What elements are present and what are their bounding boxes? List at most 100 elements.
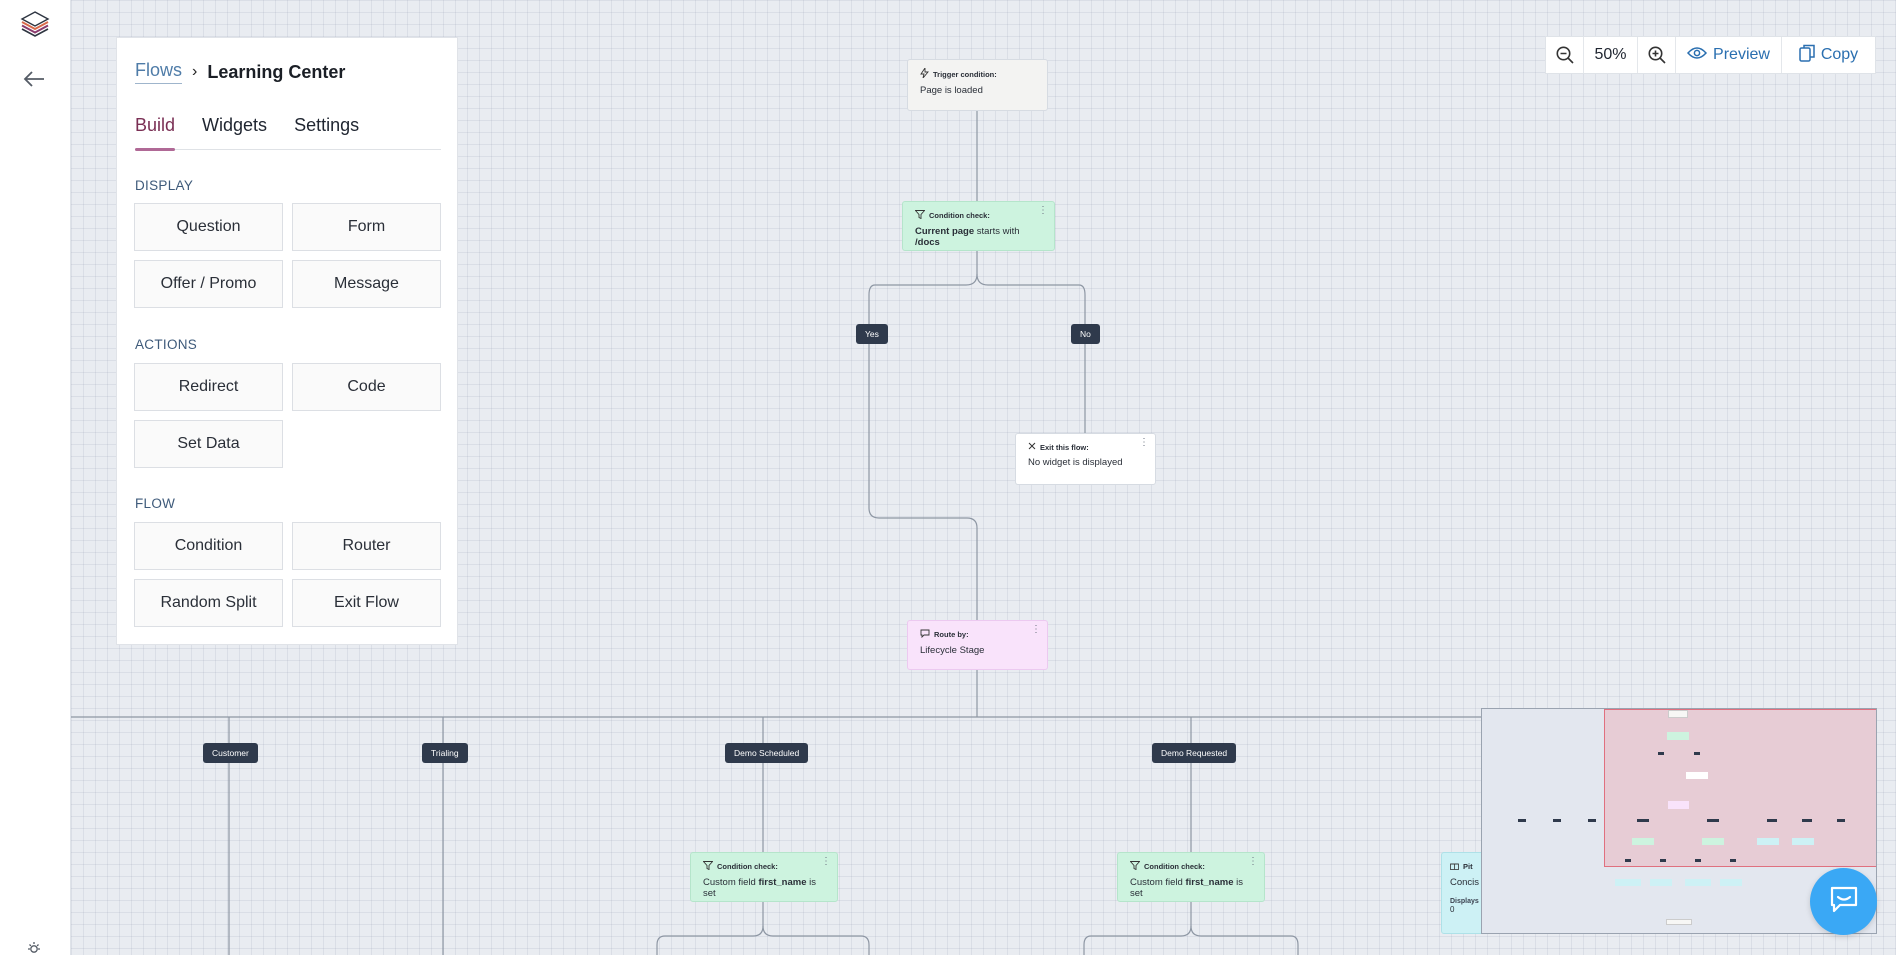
zoom-in-icon[interactable]	[1638, 37, 1676, 73]
copy-icon	[1799, 44, 1815, 67]
tab-widgets[interactable]: Widgets	[202, 115, 268, 135]
minimap-node	[1757, 838, 1779, 845]
gift-icon	[1450, 861, 1459, 872]
left-rail	[0, 0, 71, 955]
chat-icon	[1829, 884, 1859, 919]
breadcrumb-flows-link[interactable]: Flows	[135, 60, 183, 84]
redirect-button[interactable]: Redirect	[134, 363, 283, 411]
tab-build[interactable]: Build	[135, 115, 176, 151]
route-customer[interactable]: Customer	[203, 743, 258, 763]
minimap-node	[1666, 919, 1692, 925]
condition-text: Custom field first_name is set	[703, 877, 816, 899]
minimap-node	[1695, 859, 1701, 862]
minimap-node	[1792, 838, 1814, 845]
minimap-node	[1637, 819, 1649, 822]
exit-heading: Exit this flow:	[1040, 442, 1089, 452]
breadcrumb-separator: ›	[192, 63, 198, 80]
branch-yes-label: Yes	[856, 324, 888, 344]
section-display-title: DISPLAY	[135, 178, 194, 193]
zoom-out-icon[interactable]	[1546, 37, 1584, 73]
kebab-menu-icon[interactable]: ⋮	[1248, 856, 1258, 867]
trigger-text: Page is loaded	[920, 85, 983, 96]
random-split-button[interactable]: Random Split	[134, 579, 283, 627]
form-button[interactable]: Form	[292, 203, 441, 251]
eye-icon	[1687, 46, 1708, 65]
minimap-node	[1685, 879, 1711, 886]
copy-label: Copy	[1820, 46, 1859, 63]
condition-node-first-name-2[interactable]: ⋮ Condition check: Custom field first_na…	[1117, 852, 1265, 902]
route-trialing[interactable]: Trialing	[422, 743, 468, 763]
tab-settings[interactable]: Settings	[294, 115, 360, 135]
router-node[interactable]: ⋮ Route by: Lifecycle Stage	[907, 620, 1048, 670]
kebab-menu-icon[interactable]: ⋮	[1139, 437, 1149, 448]
trigger-heading: Trigger condition:	[933, 69, 997, 79]
minimap-node	[1802, 819, 1812, 822]
preview-button[interactable]: Preview	[1676, 37, 1782, 73]
preview-label: Preview	[1713, 46, 1770, 63]
canvas-toolbar: 50% Preview Copy	[1545, 36, 1876, 74]
minimap-node	[1767, 819, 1777, 822]
minimap-node	[1668, 710, 1688, 718]
filter-icon	[914, 210, 926, 221]
minimap-node	[1837, 819, 1845, 822]
minimap-node	[1615, 879, 1641, 886]
set-data-button[interactable]: Set Data	[134, 420, 283, 468]
help-chat-button[interactable]	[1810, 868, 1877, 935]
router-heading: Route by:	[934, 630, 969, 639]
minimap-node	[1650, 879, 1672, 886]
route-demo-scheduled[interactable]: Demo Scheduled	[725, 743, 809, 763]
panel-tabs: Build Widgets Settings	[135, 115, 441, 151]
section-flow-title: FLOW	[135, 496, 176, 511]
minimap-node	[1658, 752, 1664, 755]
minimap-node	[1686, 772, 1708, 779]
section-actions-title: ACTIONS	[135, 337, 198, 352]
condition-text: Current page starts with /docs	[915, 226, 1020, 248]
minimap-node	[1625, 859, 1631, 862]
condition-heading: Condition check:	[717, 862, 778, 871]
code-button[interactable]: Code	[292, 363, 441, 411]
message-button[interactable]: Message	[292, 260, 441, 308]
builder-panel: Flows › Learning Center Build Widgets Se…	[116, 37, 458, 645]
filter-icon	[1129, 861, 1141, 872]
minimap-node	[1588, 819, 1596, 822]
back-arrow-icon[interactable]	[22, 70, 46, 93]
minimap-node	[1707, 819, 1719, 822]
theme-toggle-icon[interactable]	[25, 940, 43, 955]
breadcrumb: Flows › Learning Center	[135, 60, 345, 84]
exit-flow-button[interactable]: Exit Flow	[292, 579, 441, 627]
minimap-node	[1518, 819, 1526, 822]
router-button[interactable]: Router	[292, 522, 441, 570]
page-title: Learning Center	[207, 61, 346, 82]
minimap-node	[1667, 732, 1689, 740]
condition-heading: Condition check:	[929, 211, 990, 220]
condition-node-first-name-1[interactable]: ⋮ Condition check: Custom field first_na…	[690, 852, 838, 902]
condition-button[interactable]: Condition	[134, 522, 283, 570]
kebab-menu-icon[interactable]: ⋮	[821, 856, 831, 867]
kebab-menu-icon[interactable]: ⋮	[1031, 624, 1041, 635]
connector-lines	[71, 111, 1481, 955]
branch-no-label: No	[1071, 324, 1100, 344]
minimap-node	[1702, 838, 1724, 845]
copy-button[interactable]: Copy	[1782, 37, 1875, 73]
chat-icon	[920, 629, 930, 640]
minimap-node	[1553, 819, 1561, 822]
router-text: Lifecycle Stage	[920, 645, 985, 656]
filter-icon	[702, 861, 714, 872]
question-button[interactable]: Question	[134, 203, 283, 251]
minimap[interactable]	[1481, 708, 1877, 934]
minimap-node	[1668, 801, 1689, 809]
minimap-node	[1632, 838, 1654, 845]
exit-text: No widget is displayed	[1028, 457, 1123, 468]
offer-promo-button[interactable]: Offer / Promo	[134, 260, 283, 308]
trigger-node[interactable]: Trigger condition: Page is loaded	[907, 59, 1048, 111]
zoom-level: 50%	[1584, 37, 1638, 73]
minimap-node	[1694, 752, 1700, 755]
route-demo-requested[interactable]: Demo Requested	[1152, 743, 1237, 763]
exit-node[interactable]: ⋮ Exit this flow: No widget is displayed	[1015, 433, 1156, 485]
condition-heading: Condition check:	[1144, 862, 1205, 871]
logo-icon[interactable]	[20, 10, 50, 43]
condition-node-docs[interactable]: ⋮ Condition check: Current page starts w…	[902, 201, 1055, 251]
minimap-node	[1720, 879, 1742, 886]
minimap-node	[1660, 859, 1666, 862]
kebab-menu-icon[interactable]: ⋮	[1038, 205, 1048, 216]
